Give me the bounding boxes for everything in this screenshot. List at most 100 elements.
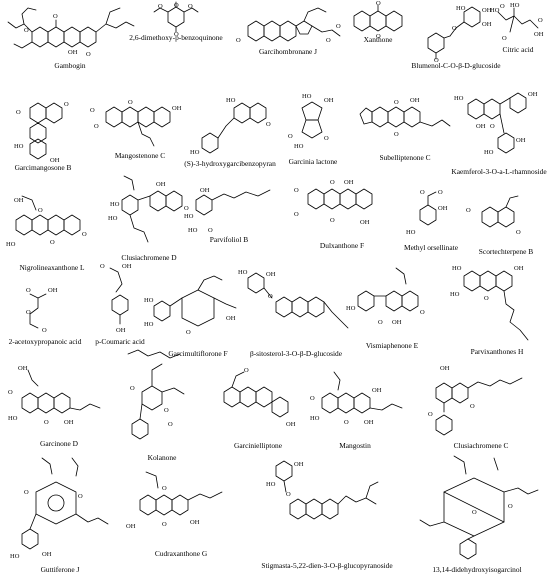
svg-text:O: O xyxy=(288,133,293,140)
svg-text:O: O xyxy=(438,189,443,196)
svg-text:O: O xyxy=(330,217,335,224)
methyl-orsellinate-label: Methyl orsellinate xyxy=(404,243,458,252)
svg-text:OH: OH xyxy=(410,97,420,104)
svg-text:O: O xyxy=(90,107,95,114)
svg-text:O: O xyxy=(428,411,433,418)
svg-text:HO: HO xyxy=(484,149,494,156)
svg-text:O: O xyxy=(26,309,31,316)
garcinone-d-label: Garcinone D xyxy=(40,439,78,448)
kaempferol-label: Kaemferol-3-O-a-L-rhamnoside xyxy=(451,167,547,176)
svg-text:O: O xyxy=(420,309,425,316)
svg-text:O: O xyxy=(158,3,163,10)
svg-text:O: O xyxy=(186,329,191,336)
svg-text:O: O xyxy=(168,421,173,428)
didehydroxyisogarcinol-structure-drawing: OO xyxy=(419,455,539,560)
gambogin-label: Gambogin xyxy=(54,61,86,70)
xanthone-label: Xanthone xyxy=(363,35,393,44)
svg-text:OH: OH xyxy=(364,419,374,426)
svg-text:O: O xyxy=(188,3,193,10)
svg-text:OH: OH xyxy=(344,179,354,186)
subelliptenone-c-label: Subelliptenone C xyxy=(379,153,431,162)
structure-xanthone: O O Xanthone xyxy=(342,0,414,50)
svg-text:HO: HO xyxy=(188,227,198,234)
sitosterol-glucoside-label: β-sitosterol-3-O-β-D-glucoside xyxy=(249,349,343,358)
svg-text:O: O xyxy=(174,31,179,38)
svg-text:O: O xyxy=(236,37,241,44)
garcinielliptone-structure-drawing: O OH xyxy=(223,367,296,428)
didehydroxyisogarcinol-label: 13,14-didehydroxyisogarcinol xyxy=(432,565,522,574)
hydroxygarcibenzopyran-structure-drawing: OHO HO xyxy=(190,97,271,156)
svg-text:O: O xyxy=(82,231,87,238)
svg-text:O: O xyxy=(376,33,381,40)
svg-text:OH: OH xyxy=(392,319,402,326)
svg-text:O: O xyxy=(378,319,383,326)
svg-text:O: O xyxy=(16,109,21,116)
garcinielliptone-label: Garcinielliptone xyxy=(233,441,283,450)
svg-text:O: O xyxy=(162,521,167,528)
nigrolineaxanthone-l-structure-drawing: OH OHO OO xyxy=(6,195,87,248)
xanthone-structure-drawing: O O xyxy=(353,0,403,40)
svg-text:OH: OH xyxy=(534,31,544,38)
svg-text:O: O xyxy=(326,37,331,44)
svg-text:OH: OH xyxy=(286,421,296,428)
svg-text:OH: OH xyxy=(294,461,304,468)
svg-text:O: O xyxy=(128,99,133,106)
mangostin-label: Mangostin xyxy=(339,441,371,450)
svg-text:HO: HO xyxy=(110,201,120,208)
svg-text:O: O xyxy=(330,179,335,186)
svg-text:HO: HO xyxy=(450,291,460,298)
nigrolineaxanthone-l-label: Nigrolineaxanthone L xyxy=(19,263,85,272)
structure-p-coumaric: OH O OH p-Coumaric acid xyxy=(82,258,158,354)
clusiachromene-c-label: Clusiachromene C xyxy=(453,441,509,450)
svg-text:O: O xyxy=(470,403,475,410)
svg-text:O: O xyxy=(53,13,58,20)
svg-text:OH: OH xyxy=(482,7,492,14)
svg-text:O: O xyxy=(466,207,471,214)
guttiferone-j-label: Guttiferone J xyxy=(40,565,80,574)
svg-text:OH: OH xyxy=(14,197,24,204)
svg-text:OH: OH xyxy=(372,387,382,394)
svg-text:O: O xyxy=(376,0,381,7)
garcimangosone-b-structure-drawing: O O OH HO xyxy=(14,101,69,164)
svg-text:OH: OH xyxy=(50,157,60,164)
svg-text:OH: OH xyxy=(440,365,450,372)
svg-text:O: O xyxy=(86,51,91,58)
structure-dmbq: O O O O 2,6-dimethoxy-p-benzoquinone xyxy=(118,1,234,44)
svg-text:OH: OH xyxy=(126,523,136,530)
dulxanthone-f-label: Dulxanthone F xyxy=(319,241,365,250)
parvixanthones-h-label: Parvixanthones H xyxy=(470,347,524,356)
acetoxypropanoic-structure-drawing: O OH OO xyxy=(26,287,58,334)
structure-garcinielliptone: O OH Garcinielliptone xyxy=(210,362,306,458)
garcinia-lactone-label: Garcinia lactone xyxy=(288,157,338,166)
svg-text:HO: HO xyxy=(266,481,276,488)
svg-text:O: O xyxy=(24,489,29,496)
svg-text:O: O xyxy=(64,101,69,108)
svg-text:OH: OH xyxy=(438,205,448,212)
structure-clusiachromene-c: OH O O Clusiachromene C xyxy=(414,362,548,454)
svg-text:O: O xyxy=(310,395,315,402)
dmbq-structure-drawing: O O O O xyxy=(153,1,199,38)
svg-text:OH: OH xyxy=(116,327,126,334)
svg-text:OH: OH xyxy=(226,315,236,322)
svg-text:OH: OH xyxy=(48,287,58,294)
svg-text:HO: HO xyxy=(8,415,18,422)
svg-text:HO: HO xyxy=(14,143,24,150)
